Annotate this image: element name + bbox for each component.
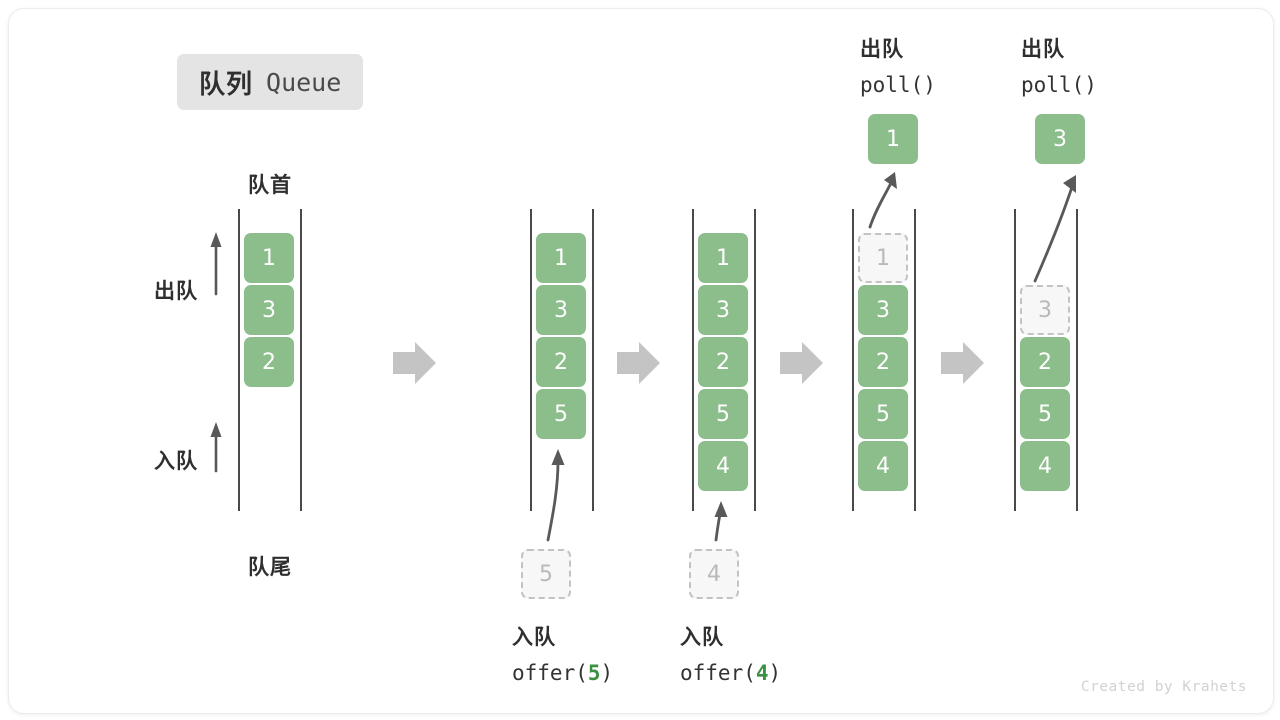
queue-rail-left-col4 [852,209,854,511]
queue-cell: 2 [1020,337,1070,387]
queue-cell: 5 [858,389,908,439]
queue-cell: 2 [244,337,294,387]
operation-label-cn: 出队 [860,38,904,61]
queue-cell: 2 [698,337,748,387]
operation-label-cn: 入队 [512,626,556,649]
step-arrow-icon [941,342,984,384]
queue-rail-left-col1 [238,209,240,511]
enqueue-side-label: 入队 [154,450,198,473]
figure-title-cn: 队列 [199,68,254,99]
queue-rail-right-col5 [1076,209,1078,511]
offer-5-arrow [546,459,560,542]
queue-rail-left-col2 [530,209,532,511]
operation-label-offer-4: 入队 offer(4) [680,621,781,690]
queue-rail-right-col4 [914,209,916,511]
queue-cell: 3 [536,285,586,335]
popped-value-cell: 3 [1035,114,1085,164]
queue-cell: 5 [1020,389,1070,439]
operation-label-code: offer(4) [680,660,782,685]
step-arrow-icon [617,342,660,384]
poll-1-arrow [868,181,893,229]
queue-cell: 1 [698,233,748,283]
queue-cell: 5 [698,389,748,439]
operation-label-cn: 入队 [680,626,724,649]
queue-rail-right-col2 [592,209,594,511]
operation-label-code: poll() [1021,72,1097,97]
queue-cell: 2 [858,337,908,387]
queue-cell: 4 [698,441,748,491]
queue-cell: 2 [536,337,586,387]
operation-label-poll-1: 出队 poll() [860,33,936,102]
enqueue-arrowhead-icon [210,422,222,437]
step-arrow-icon [780,342,823,384]
queue-cell: 1 [244,233,294,283]
operation-label-cn: 出队 [1021,38,1065,61]
poll-1-arrowhead-icon [884,172,897,189]
incoming-ghost-cell: 5 [521,549,571,599]
operation-label-code: poll() [860,72,936,97]
queue-cell: 3 [858,285,908,335]
watermark-credit: Created by Krahets [1080,679,1247,695]
operation-label-poll-3: 出队 poll() [1021,33,1097,102]
head-label: 队首 [248,174,292,197]
poll-3-arrow [1033,185,1074,283]
queue-cell: 3 [244,285,294,335]
queue-rail-right-col1 [300,209,302,511]
queue-cell-ghost: 3 [1020,285,1070,335]
incoming-ghost-cell: 4 [689,549,739,599]
popped-value-cell: 1 [868,114,918,164]
queue-rail-right-col3 [754,209,756,511]
poll-3-arrowhead-icon [1063,175,1076,193]
queue-rail-left-col3 [692,209,694,511]
offer-4-arrow [714,509,723,542]
operation-label-code: offer(5) [512,660,614,685]
offer-5-arrowhead-icon [551,449,565,465]
tail-label: 队尾 [248,556,292,579]
operation-label-offer-5: 入队 offer(5) [512,621,613,690]
step-arrow-icon [393,342,436,384]
dequeue-side-label: 出队 [154,280,198,303]
figure-title-badge: 队列 Queue [177,54,364,110]
queue-cell: 4 [1020,441,1070,491]
offer-4-arrowhead-icon [714,501,728,517]
queue-cell: 5 [536,389,586,439]
dequeue-arrowhead-icon [210,232,222,247]
queue-cell: 1 [536,233,586,283]
queue-rail-left-col5 [1014,209,1016,511]
figure-title-en: Queue [266,67,342,97]
queue-cell: 4 [858,441,908,491]
queue-cell: 3 [698,285,748,335]
queue-cell-ghost: 1 [858,233,908,283]
diagram-card: 队列 Queue 队首 队尾 出队 入队 1 3 2 1 3 2 5 5 入队 … [8,8,1274,714]
